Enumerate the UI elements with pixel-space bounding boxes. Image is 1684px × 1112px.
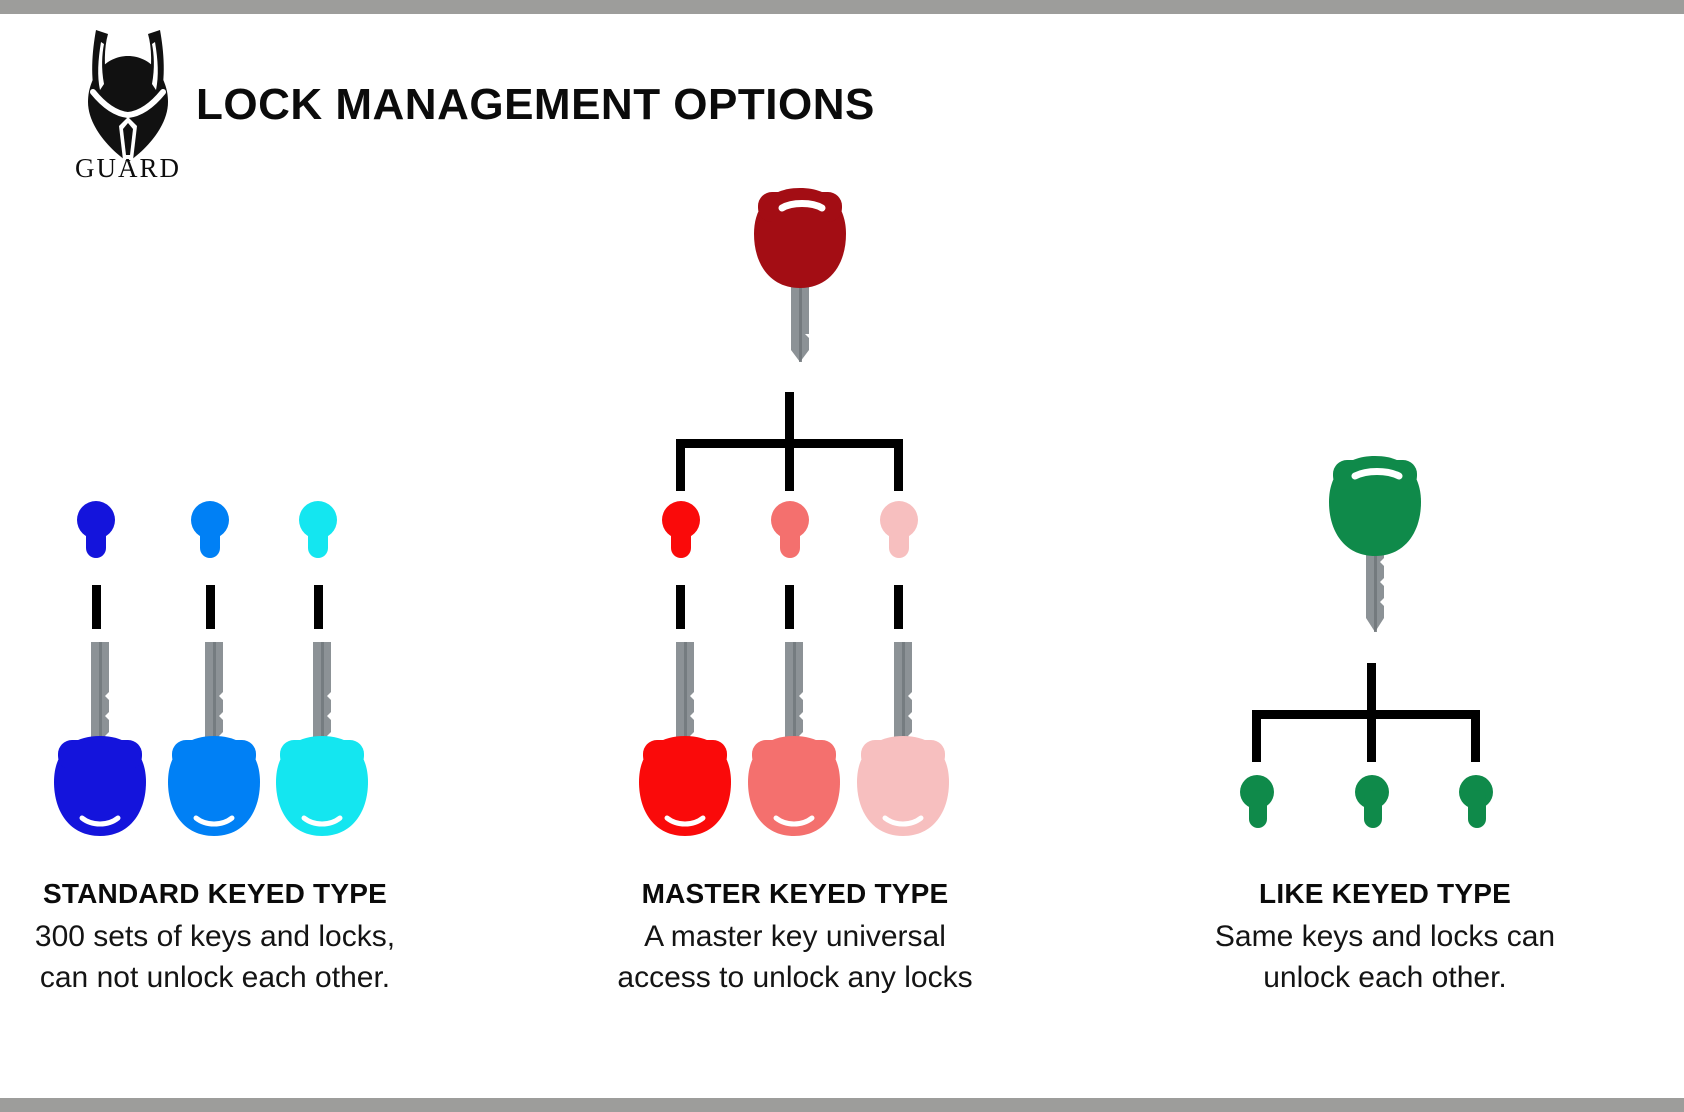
- caption-title: MASTER KEYED TYPE: [641, 878, 949, 909]
- caption-like-keyed-type: LIKE KEYED TYPE Same keys and locks can …: [1165, 876, 1605, 999]
- key-graphic: [639, 642, 731, 836]
- lock-cylinder: [662, 501, 700, 558]
- bracket-horizontal-like: [1252, 710, 1480, 719]
- lock-cylinder: [299, 501, 337, 558]
- like-key-graphic: [1329, 456, 1421, 632]
- caption-line: A master key universal: [644, 920, 946, 953]
- page-title: LOCK MANAGEMENT OPTIONS: [196, 80, 875, 129]
- caption-body: A master key universal access to unlock …: [580, 916, 1010, 999]
- bottom-divider-bar: [0, 1098, 1684, 1112]
- top-divider-bar: [0, 0, 1684, 14]
- caption-body: 300 sets of keys and locks, can not unlo…: [0, 916, 430, 999]
- lock-row-master: [662, 501, 918, 558]
- lock-cylinder: [771, 501, 809, 558]
- bracket-drop-master-2: [785, 439, 794, 491]
- fox-head-icon: [88, 30, 168, 162]
- bracket-stem-like: [1367, 663, 1376, 715]
- caption-line: Same keys and locks can: [1214, 920, 1556, 953]
- bracket-drop-master-1: [676, 439, 685, 491]
- lock-cylinder: [77, 501, 115, 558]
- lock-cylinder: [1355, 775, 1389, 828]
- bracket-drop-master-3: [894, 439, 903, 491]
- lock-row-standard: [77, 501, 337, 558]
- caption-line: can not unlock each other.: [39, 961, 391, 995]
- bracket-drop-like-1: [1252, 710, 1261, 762]
- link-line-master-2: [785, 585, 794, 629]
- lock-cylinder: [191, 501, 229, 558]
- key-graphic: [168, 642, 260, 836]
- caption-line: unlock each other.: [1263, 961, 1507, 995]
- guard-logo: GUARD: [66, 22, 190, 182]
- key-graphic: [54, 642, 146, 836]
- link-line-master-3: [894, 585, 903, 629]
- caption-standard-keyed-type: STANDARD KEYED TYPE 300 sets of keys and…: [0, 876, 430, 999]
- bracket-drop-like-3: [1471, 710, 1480, 762]
- lock-cylinder: [880, 501, 918, 558]
- brand-wordmark: GUARD: [74, 153, 181, 183]
- caption-line: 300 sets of keys and locks,: [34, 920, 396, 953]
- caption-title: LIKE KEYED TYPE: [1259, 878, 1511, 909]
- bracket-drop-like-2: [1367, 710, 1376, 762]
- link-line-master-1: [676, 585, 685, 629]
- master-key-graphic: [754, 188, 846, 362]
- caption-body: Same keys and locks can unlock each othe…: [1165, 916, 1605, 999]
- key-row-master: [620, 640, 960, 850]
- link-line-standard-3: [314, 585, 323, 629]
- key-row-standard: [40, 640, 380, 850]
- link-line-standard-1: [92, 585, 101, 629]
- bracket-stem-master: [785, 392, 794, 444]
- lock-cylinder: [1459, 775, 1493, 828]
- caption-master-keyed-type: MASTER KEYED TYPE A master key universal…: [580, 876, 1010, 999]
- key-graphic: [748, 642, 840, 836]
- link-line-standard-2: [206, 585, 215, 629]
- key-graphic: [276, 642, 368, 836]
- key-graphic: [857, 642, 949, 836]
- lock-cylinder: [1240, 775, 1274, 828]
- lock-row-like: [1240, 775, 1493, 828]
- caption-title: STANDARD KEYED TYPE: [43, 878, 387, 909]
- caption-line: access to unlock any locks: [617, 961, 973, 995]
